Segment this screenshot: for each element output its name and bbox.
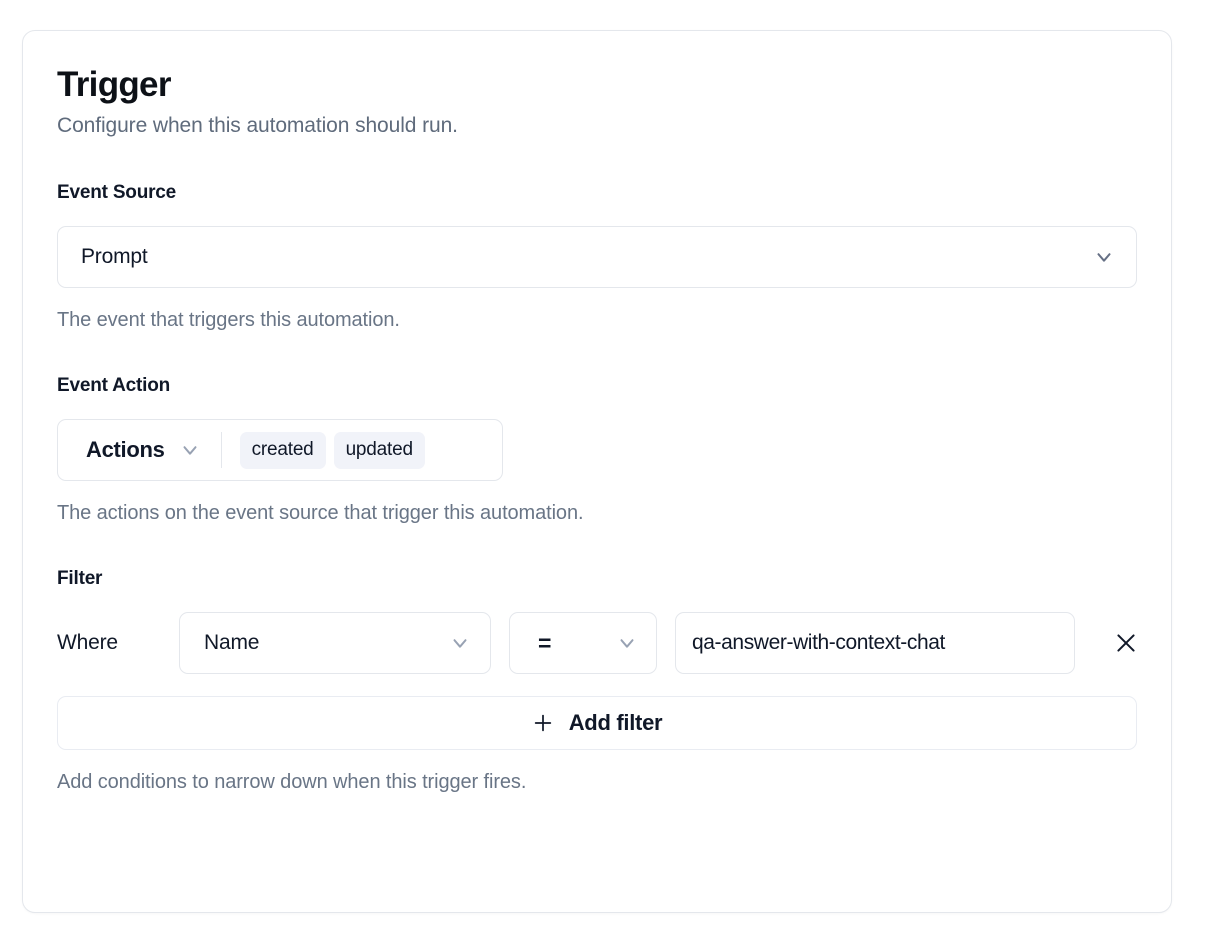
filter-field-select[interactable]: Name: [179, 612, 491, 675]
event-action-group: Event Action Actions created updated: [57, 375, 1137, 525]
event-source-group: Event Source Prompt The event that trigg…: [57, 182, 1137, 332]
event-action-chips: created updated: [239, 431, 425, 469]
filter-operator-select[interactable]: =: [509, 612, 657, 675]
chevron-down-icon: [616, 632, 638, 654]
event-source-value: Prompt: [81, 245, 148, 269]
chevron-down-icon: [1093, 246, 1115, 268]
filter-value-input[interactable]: [675, 612, 1075, 675]
event-action-select[interactable]: Actions: [86, 437, 201, 463]
event-action-helper: The actions on the event source that tri…: [57, 502, 584, 525]
remove-filter-button[interactable]: [1109, 626, 1143, 660]
filter-field-value: Name: [204, 631, 260, 655]
event-source-label: Event Source: [57, 182, 177, 204]
trigger-card: Trigger Configure when this automation s…: [22, 30, 1172, 913]
event-action-select-label: Actions: [86, 437, 165, 463]
add-filter-label: Add filter: [568, 710, 663, 736]
page-title: Trigger: [57, 65, 171, 104]
event-action-control: Actions created updated: [57, 419, 503, 482]
event-action-label: Event Action: [57, 375, 171, 397]
add-filter-button[interactable]: Add filter: [57, 696, 1137, 751]
divider: [220, 432, 222, 469]
filter-row: Where Name =: [57, 612, 1137, 675]
chip-updated[interactable]: updated: [333, 431, 425, 469]
filter-helper: Add conditions to narrow down when this …: [57, 771, 527, 794]
event-source-helper: The event that triggers this automation.: [57, 309, 400, 332]
close-icon: [1113, 630, 1139, 656]
chip-created[interactable]: created: [239, 431, 326, 469]
filter-group: Filter Where Name =: [57, 568, 1137, 794]
chevron-down-icon: [449, 632, 471, 654]
filter-label: Filter: [57, 568, 103, 590]
where-label: Where: [57, 631, 118, 655]
chevron-down-icon: [179, 439, 201, 461]
plus-icon: [532, 712, 554, 734]
event-source-select[interactable]: Prompt: [57, 226, 1137, 289]
page-subtitle: Configure when this automation should ru…: [57, 114, 458, 138]
filter-operator-value: =: [538, 629, 552, 656]
